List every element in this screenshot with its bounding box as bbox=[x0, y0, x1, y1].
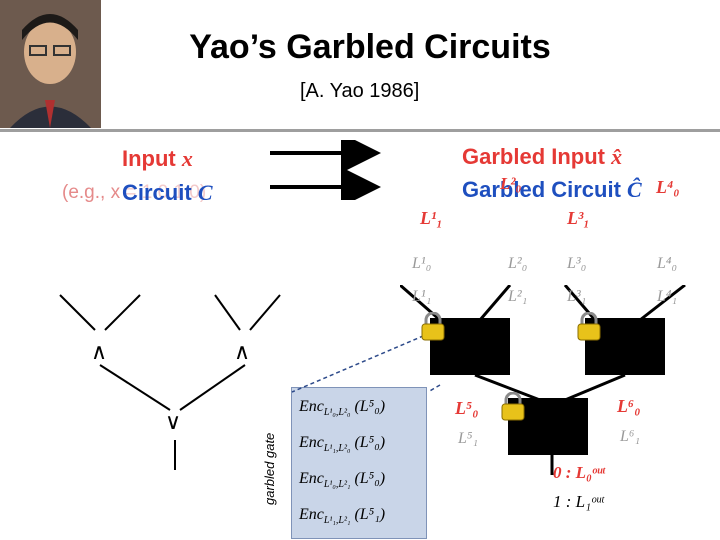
garbled-input-group: Garbled Input x̂ bbox=[462, 144, 622, 170]
label-L3-0: L³₀ bbox=[567, 255, 587, 272]
enc-func: Enc bbox=[299, 398, 324, 415]
citation: [A. Yao 1986] bbox=[300, 80, 420, 102]
portrait-photo bbox=[0, 0, 101, 128]
garbled-gate-caption: garbled gate bbox=[262, 432, 277, 505]
garbled-gate-table bbox=[291, 387, 427, 539]
enc-keys: L¹₀,L²₁ bbox=[323, 479, 351, 491]
and-gate-right: ∧ bbox=[234, 340, 251, 365]
enc-keys: L¹₀,L²₀ bbox=[323, 407, 351, 419]
garbled-input-variable: x̂ bbox=[611, 144, 623, 169]
enc-row-1: EncL¹₀,L²₀ (L⁵₀) bbox=[299, 398, 425, 432]
boolean-circuit bbox=[59, 294, 281, 470]
input-variable: x bbox=[181, 146, 193, 171]
zoom-pointer-lines bbox=[291, 332, 441, 393]
enc-payload: (L⁵₀) bbox=[354, 434, 386, 451]
label-L5-0-red: L⁵₀ bbox=[455, 398, 479, 418]
enc-payload: (L⁵₀) bbox=[354, 470, 386, 487]
garbled-input-label: Garbled Input bbox=[462, 144, 605, 169]
enc-func: Enc bbox=[299, 506, 324, 523]
label-L4-1: L⁴₁ bbox=[657, 288, 678, 305]
title-divider bbox=[0, 129, 720, 132]
label-L4-0-red: L⁴₀ bbox=[656, 177, 680, 197]
circuit-variable: C bbox=[197, 180, 213, 205]
output-label-0: 0 : L₀ᵒᵘᵗ bbox=[553, 463, 606, 482]
transform-arrows bbox=[270, 140, 381, 200]
label-L4-0: L⁴₀ bbox=[657, 255, 678, 272]
lock-icon bbox=[421, 312, 445, 341]
label-L2-1: L²₁ bbox=[508, 288, 528, 305]
circuit-label-group: Circuit C bbox=[122, 180, 213, 206]
person-photo-icon bbox=[0, 0, 101, 128]
label-L6-1: L⁶₁ bbox=[620, 428, 641, 445]
lock-icon bbox=[501, 392, 525, 421]
or-gate: ∨ bbox=[165, 410, 182, 435]
enc-func: Enc bbox=[299, 434, 324, 451]
and-gate-left: ∧ bbox=[91, 340, 108, 365]
circuit-label: Circuit bbox=[122, 180, 192, 205]
label-L6-0-red: L⁶₀ bbox=[617, 396, 641, 416]
label-L1-1-red: L¹₁ bbox=[420, 208, 443, 228]
garbled-circuit-label: Garbled Circuit bbox=[462, 177, 621, 202]
enc-keys: L¹₁,L²₁ bbox=[323, 515, 351, 527]
lock-icon bbox=[577, 312, 601, 341]
garbled-circuit-group: Garbled Circuit Ĉ bbox=[462, 177, 642, 203]
label-L3-1: L³₁ bbox=[567, 288, 587, 305]
slide-title: Yao’s Garbled Circuits bbox=[189, 28, 551, 66]
enc-row-4: EncL¹₁,L²₁ (L⁵₁) bbox=[299, 506, 425, 540]
enc-keys: L¹₁,L²₀ bbox=[323, 443, 351, 455]
input-label-group: Input x bbox=[122, 146, 193, 172]
label-L2-0: L²₀ bbox=[508, 255, 528, 272]
input-label: Input bbox=[122, 146, 176, 171]
label-L3-1-red: L³₁ bbox=[567, 208, 590, 228]
garbled-circuit-variable: Ĉ bbox=[627, 177, 642, 202]
enc-payload: (L⁵₁) bbox=[354, 506, 386, 523]
label-L2-0-red: L²₀ bbox=[500, 174, 522, 193]
enc-row-3: EncL¹₀,L²₁ (L⁵₀) bbox=[299, 470, 425, 504]
enc-func: Enc bbox=[299, 470, 324, 487]
output-label-1: 1 : L₁ᵒᵘᵗ bbox=[553, 492, 604, 511]
label-L1-1: L¹₁ bbox=[412, 288, 432, 305]
enc-row-2: EncL¹₁,L²₀ (L⁵₀) bbox=[299, 434, 425, 468]
label-L1-0: L¹₀ bbox=[412, 255, 432, 272]
label-L5-1: L⁵₁ bbox=[458, 430, 479, 447]
enc-payload: (L⁵₀) bbox=[354, 398, 386, 415]
